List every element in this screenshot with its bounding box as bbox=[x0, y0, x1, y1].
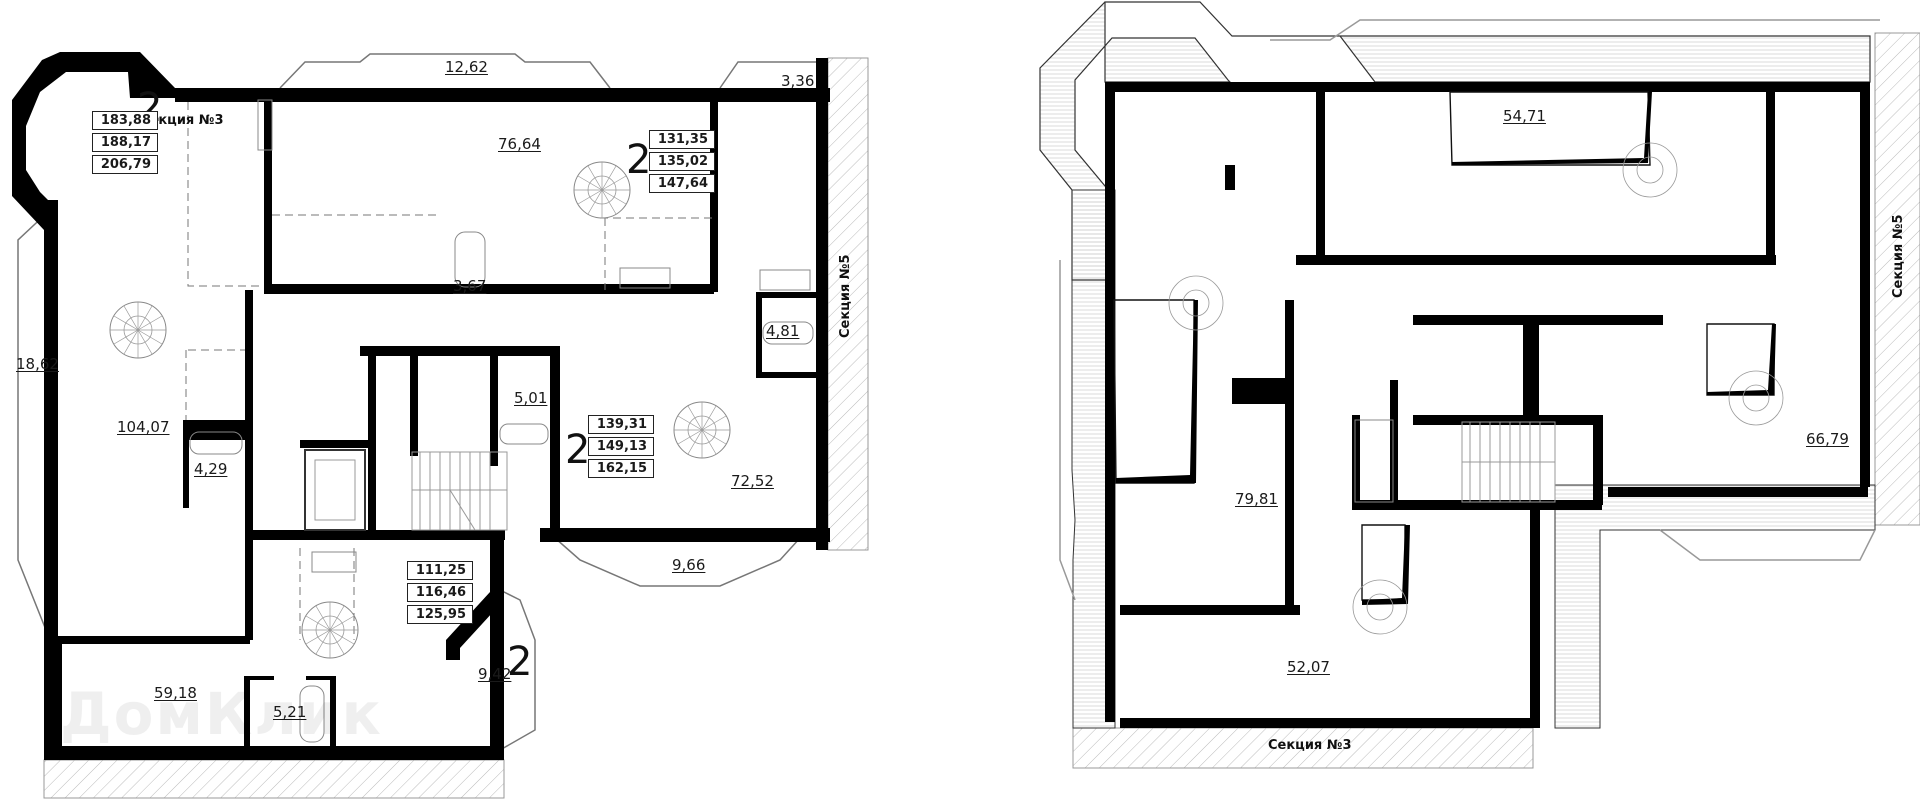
room-area-balcony-d: 9,42 bbox=[478, 665, 512, 683]
room-count-apt-c: 2 bbox=[565, 427, 591, 473]
section-5-label-right: Секция №5 bbox=[1891, 214, 1906, 298]
area-box-apt-b: 131,35 135,02 147,64 bbox=[649, 130, 715, 193]
room-count-apt-b: 2 bbox=[626, 137, 652, 183]
room-area-balcony-top: 12,62 bbox=[445, 58, 488, 76]
area-total: 111,25 bbox=[407, 561, 473, 580]
area-with-balcony: 149,13 bbox=[588, 437, 654, 456]
room-area-upper-left: 79,81 bbox=[1235, 490, 1278, 508]
room-area-balcony-bottom: 9,66 bbox=[672, 556, 706, 574]
room-area-upper-right: 66,79 bbox=[1806, 430, 1849, 448]
section-3-label-left: Секция №3 bbox=[140, 113, 224, 128]
section-3-label-right: Секция №3 bbox=[1268, 738, 1352, 753]
room-area-living-c: 72,52 bbox=[731, 472, 774, 490]
room-area-balcony-top-right: 3,36 bbox=[781, 72, 815, 90]
room-area-bath-c-small: 5,01 bbox=[514, 389, 548, 407]
left-floor-plan bbox=[12, 52, 869, 799]
section5-hatch bbox=[827, 57, 869, 551]
room-area-living-a: 104,07 bbox=[117, 418, 170, 436]
room-area-upper-bottom: 52,07 bbox=[1287, 658, 1330, 676]
area-box-apt-d: 111,25 116,46 125,95 bbox=[407, 561, 473, 624]
room-area-living-b: 76,64 bbox=[498, 135, 541, 153]
area-full: 147,64 bbox=[649, 174, 715, 193]
area-full: 162,15 bbox=[588, 459, 654, 478]
area-full: 206,79 bbox=[92, 155, 158, 174]
watermark: ДомКлик bbox=[60, 680, 383, 748]
area-with-balcony: 135,02 bbox=[649, 152, 715, 171]
bottom-hatch bbox=[43, 759, 505, 799]
room-area-bath-b: 3,67 bbox=[453, 277, 487, 295]
section-5-label-left: Секция №5 bbox=[838, 254, 853, 338]
room-area-bath-c: 4,81 bbox=[766, 322, 800, 340]
area-box-apt-c: 139,31 149,13 162,15 bbox=[588, 415, 654, 478]
area-full: 125,95 bbox=[407, 605, 473, 624]
area-total: 139,31 bbox=[588, 415, 654, 434]
room-count-apt-d: 2 bbox=[507, 639, 533, 685]
room-area-bath-a: 4,29 bbox=[194, 460, 228, 478]
room-area-bath-d: 5,21 bbox=[273, 703, 307, 721]
area-total: 183,88 bbox=[92, 111, 158, 130]
room-area-balcony-left: 18,62 bbox=[16, 355, 59, 373]
area-with-balcony: 116,46 bbox=[407, 583, 473, 602]
room-area-upper-top: 54,71 bbox=[1503, 107, 1546, 125]
room-area-living-d: 59,18 bbox=[154, 684, 197, 702]
area-with-balcony: 188,17 bbox=[92, 133, 158, 152]
area-box-apt-a: 183,88 188,17 206,79 bbox=[92, 111, 158, 174]
area-total: 131,35 bbox=[649, 130, 715, 149]
